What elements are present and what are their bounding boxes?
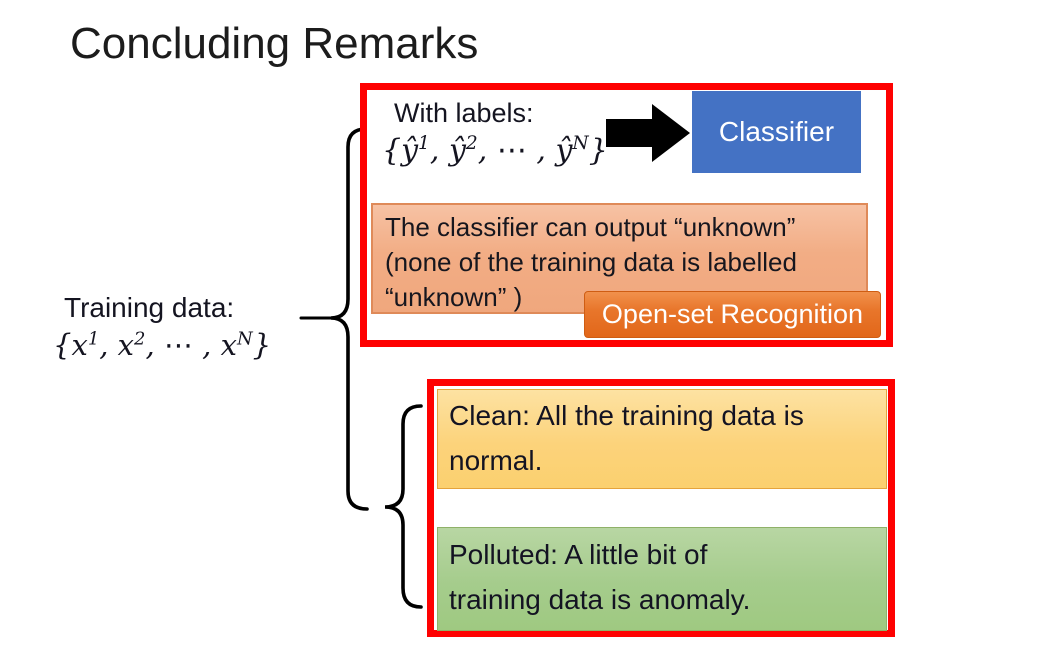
arrow-right-icon — [606, 104, 690, 162]
tag-label: Open-set Recognition — [601, 299, 864, 329]
classifier-label: Classifier — [718, 116, 835, 147]
open-set-recognition-tag: Open-set Recognition — [584, 291, 881, 338]
note-line: (none of the training data is labelled — [385, 247, 797, 277]
polluted-line: training data is anomaly. — [449, 584, 751, 615]
with-labels-heading: With labels: — [394, 98, 534, 128]
slide-title: Concluding Remarks — [70, 19, 479, 68]
polluted-line: Polluted: A little bit of — [449, 539, 708, 570]
clean-line: normal. — [449, 445, 543, 476]
classifier-box: Classifier — [692, 91, 861, 173]
polluted-data-box: Polluted: A little bit of training data … — [437, 527, 887, 631]
note-line: The classifier can output “unknown” — [385, 212, 796, 242]
note-line: “unknown” ) — [385, 282, 523, 312]
clean-data-box: Clean: All the training data is normal. — [437, 389, 887, 489]
clean-polluted-brace — [384, 404, 423, 609]
training-data-label: Training data: — [64, 292, 235, 323]
clean-line: Clean: All the training data is — [449, 400, 804, 431]
labels-math: {ŷ1, ŷ2, ⋯ , ŷN} — [382, 133, 608, 168]
training-data-math: {x1, x2, ⋯ , xN} — [53, 328, 272, 362]
